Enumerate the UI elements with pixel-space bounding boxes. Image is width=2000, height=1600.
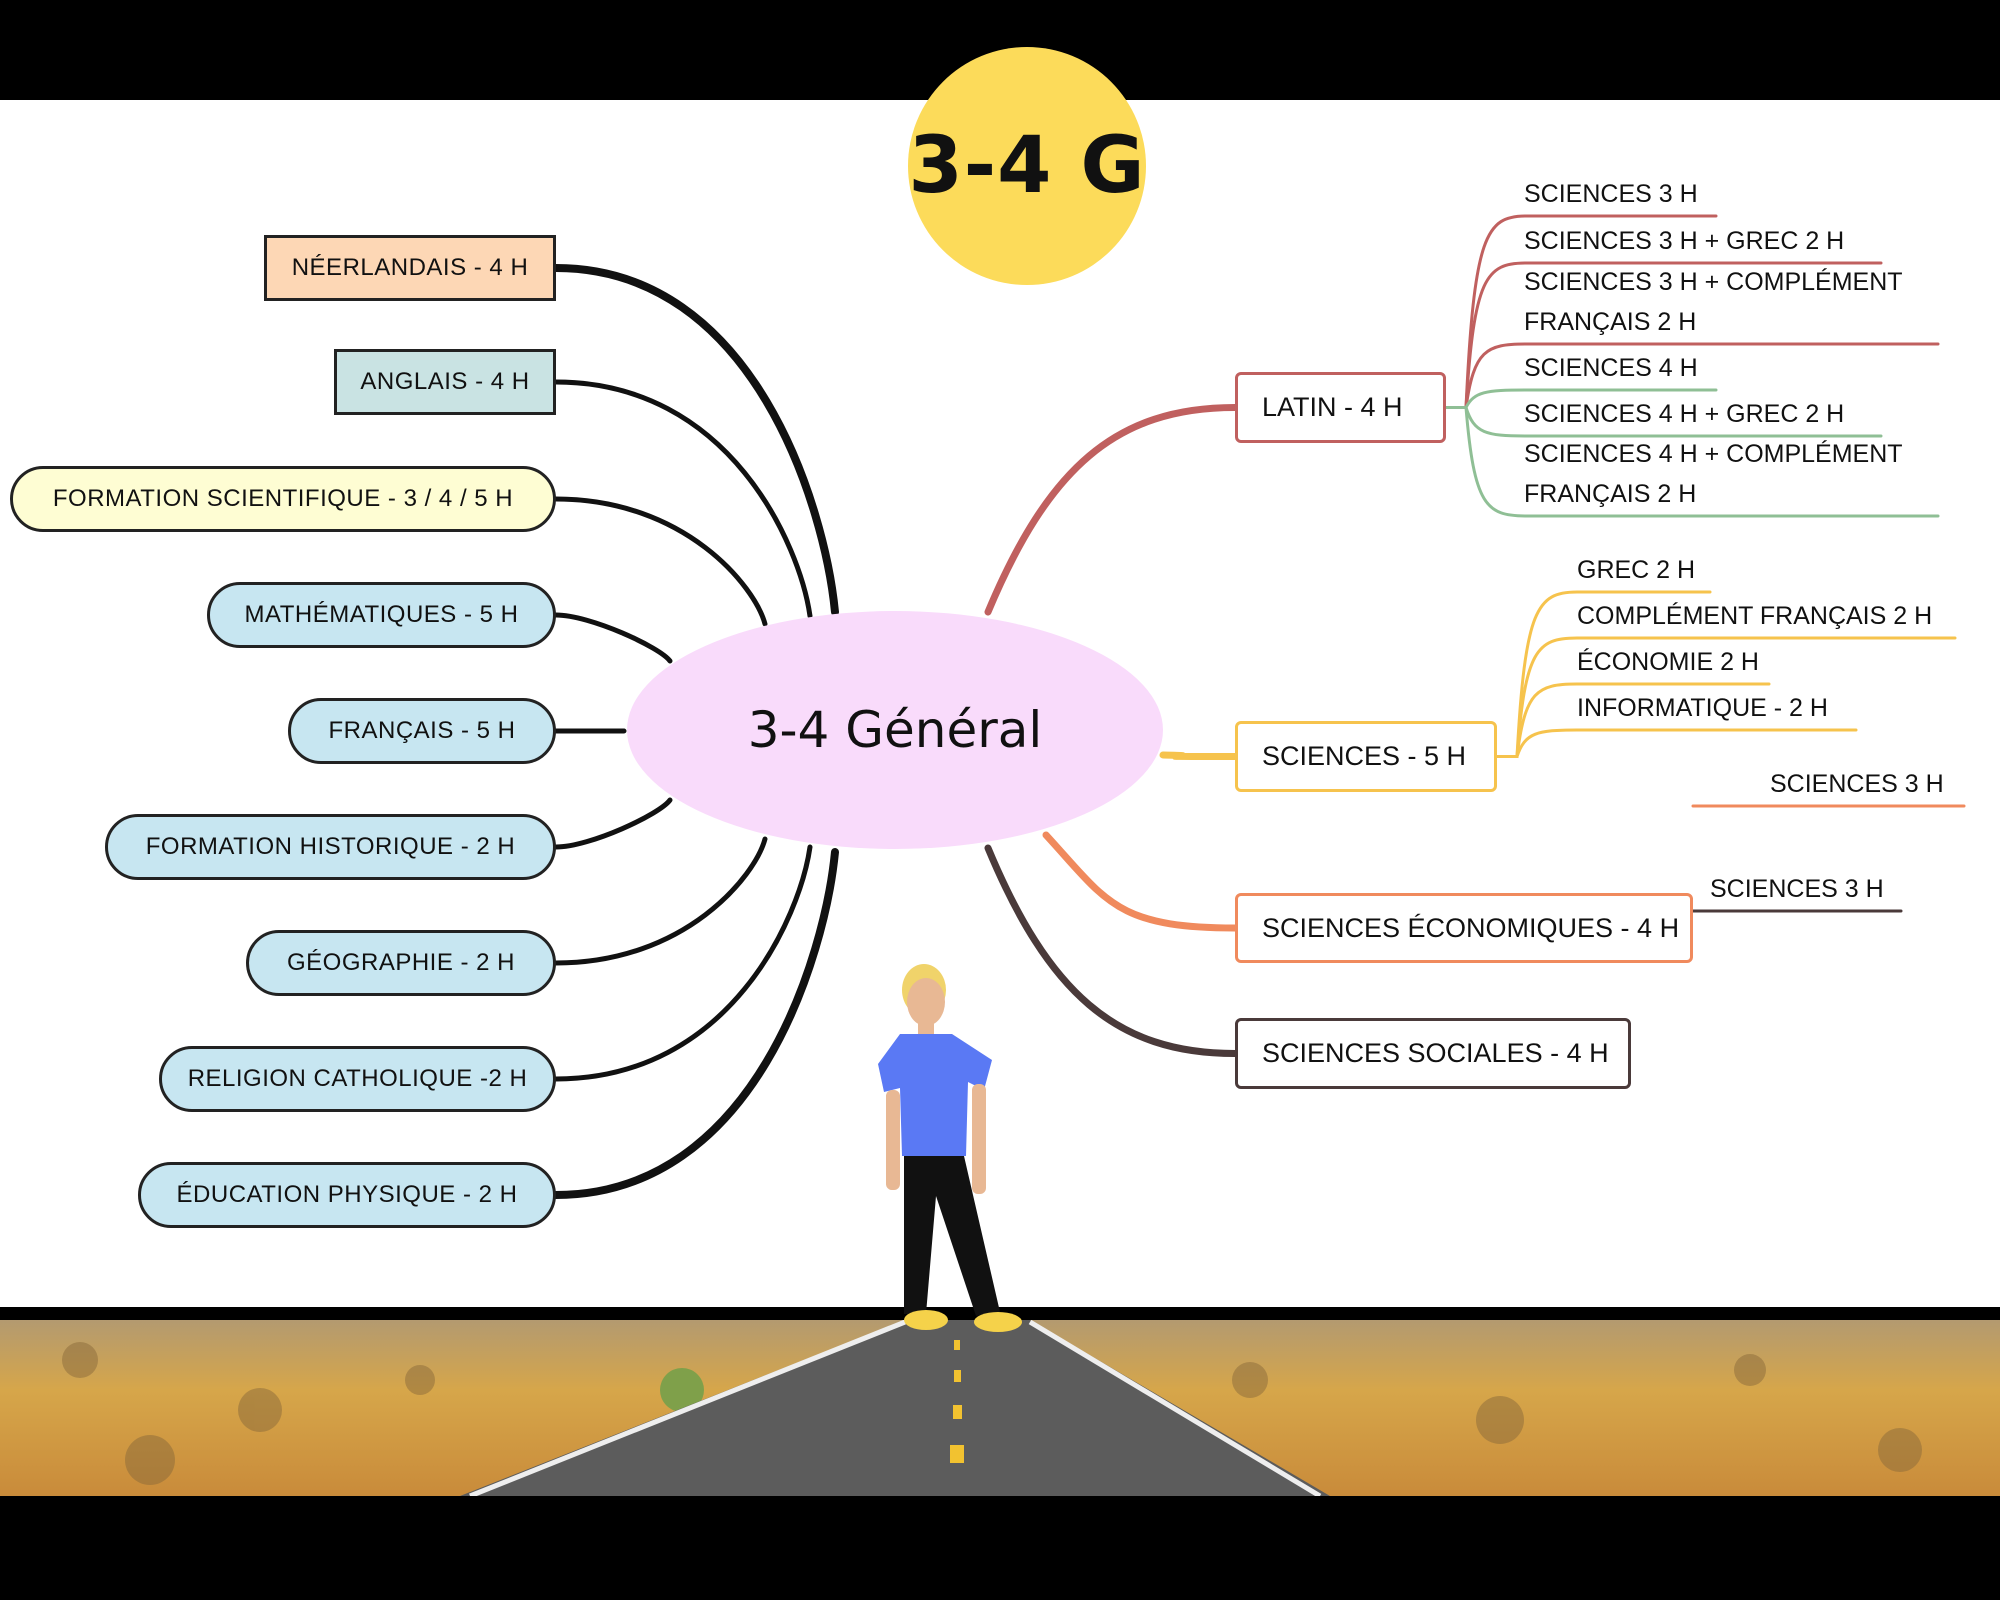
link-sciences-economiques-4-h — [1042, 831, 1239, 932]
sub-option-sciences-3-h: Sciences 3 H — [1710, 875, 1884, 903]
sub-option-economie-2-h: Économie 2 H — [1577, 648, 1759, 676]
link-religion-catholique-2-h — [553, 844, 813, 1082]
sub-option-sciences-4-h-grec-2-h: Sciences 4 H + Grec 2 H — [1524, 400, 1845, 428]
link-neerlandais-4-h — [552, 264, 839, 616]
sub-option-sciences-3-h: Sciences 3 H — [1524, 180, 1698, 208]
sub-option-sciences-3-h-complement-francais-2-h: Sciences 3 H + Complément français 2 H — [1524, 268, 1903, 336]
option-node-sciences-5-h: Sciences - 5 H — [1235, 721, 1497, 792]
sub-option-sciences-4-h-complement-francais-2-h: Sciences 4 H + Complément français 2 H — [1524, 440, 1903, 508]
option-node-sciences-economiques-4-h: Sciences économiques - 4 H — [1235, 893, 1693, 963]
sub-option-complement-francais-2-h: Complément français 2 H — [1577, 602, 1933, 630]
sub-option-grec-2-h: Grec 2 H — [1577, 556, 1696, 584]
subject-node-neerlandais-4-h: Néerlandais - 4 H — [264, 235, 556, 301]
subject-node-formation-scientifique-3-4-5-h: Formation scientifique - 3 / 4 / 5 H — [10, 466, 556, 532]
link-anglais-4-h — [553, 379, 813, 619]
sub-option-informatique-2-h: Informatique - 2 H — [1577, 694, 1828, 722]
link-latin-4-h — [984, 404, 1239, 616]
link-sciences-5-h — [1159, 751, 1239, 760]
student-figure — [878, 964, 1022, 1332]
level-badge: 3-4 G — [908, 47, 1146, 285]
option-node-latin-4-h: Latin - 4 H — [1235, 372, 1446, 443]
sub-option-sciences-3-h-grec-2-h: Sciences 3 H + Grec 2 H — [1524, 227, 1845, 255]
branch-sciences-3-h-complement-francais-2-h — [1444, 342, 1940, 409]
subject-node-geographie-2-h: Géographie - 2 H — [246, 930, 556, 996]
sub-option-sciences-4-h: Sciences 4 H — [1524, 354, 1698, 382]
branch-sciences-3-h-grec-2-h — [1444, 261, 1883, 409]
link-mathematiques-5-h — [553, 612, 673, 664]
link-formation-historique-2-h — [553, 797, 673, 850]
subject-node-mathematiques-5-h: Mathématiques - 5 H — [207, 582, 556, 648]
link-formation-scientifique-3-4-5-h — [553, 496, 768, 627]
option-node-sciences-sociales-4-h: Sciences sociales - 4 H — [1235, 1018, 1631, 1089]
branch-informatique-2-h — [1495, 728, 1858, 758]
branch-sciences-4-h-complement-francais-2-h — [1444, 406, 1940, 518]
sub-option-sciences-3-h: Sciences 3 H — [1770, 770, 1944, 798]
central-node: 3-4 Général — [627, 611, 1163, 849]
road-landscape-image — [0, 1320, 2000, 1496]
subject-node-religion-catholique-2-h: Religion catholique -2 H — [159, 1046, 556, 1112]
link-geographie-2-h — [553, 836, 768, 966]
branch-economie-2-h — [1495, 682, 1771, 758]
link-education-physique-2-h — [552, 848, 839, 1199]
bottom-black-bar — [0, 1496, 2000, 1600]
link-sciences-sociales-4-h — [984, 844, 1239, 1057]
subject-node-education-physique-2-h: Éducation physique - 2 H — [138, 1162, 556, 1228]
subject-node-francais-5-h: Français - 5 H — [288, 698, 556, 764]
subject-node-anglais-4-h: Anglais - 4 H — [334, 349, 556, 415]
subject-node-formation-historique-2-h: Formation historique - 2 H — [105, 814, 556, 880]
